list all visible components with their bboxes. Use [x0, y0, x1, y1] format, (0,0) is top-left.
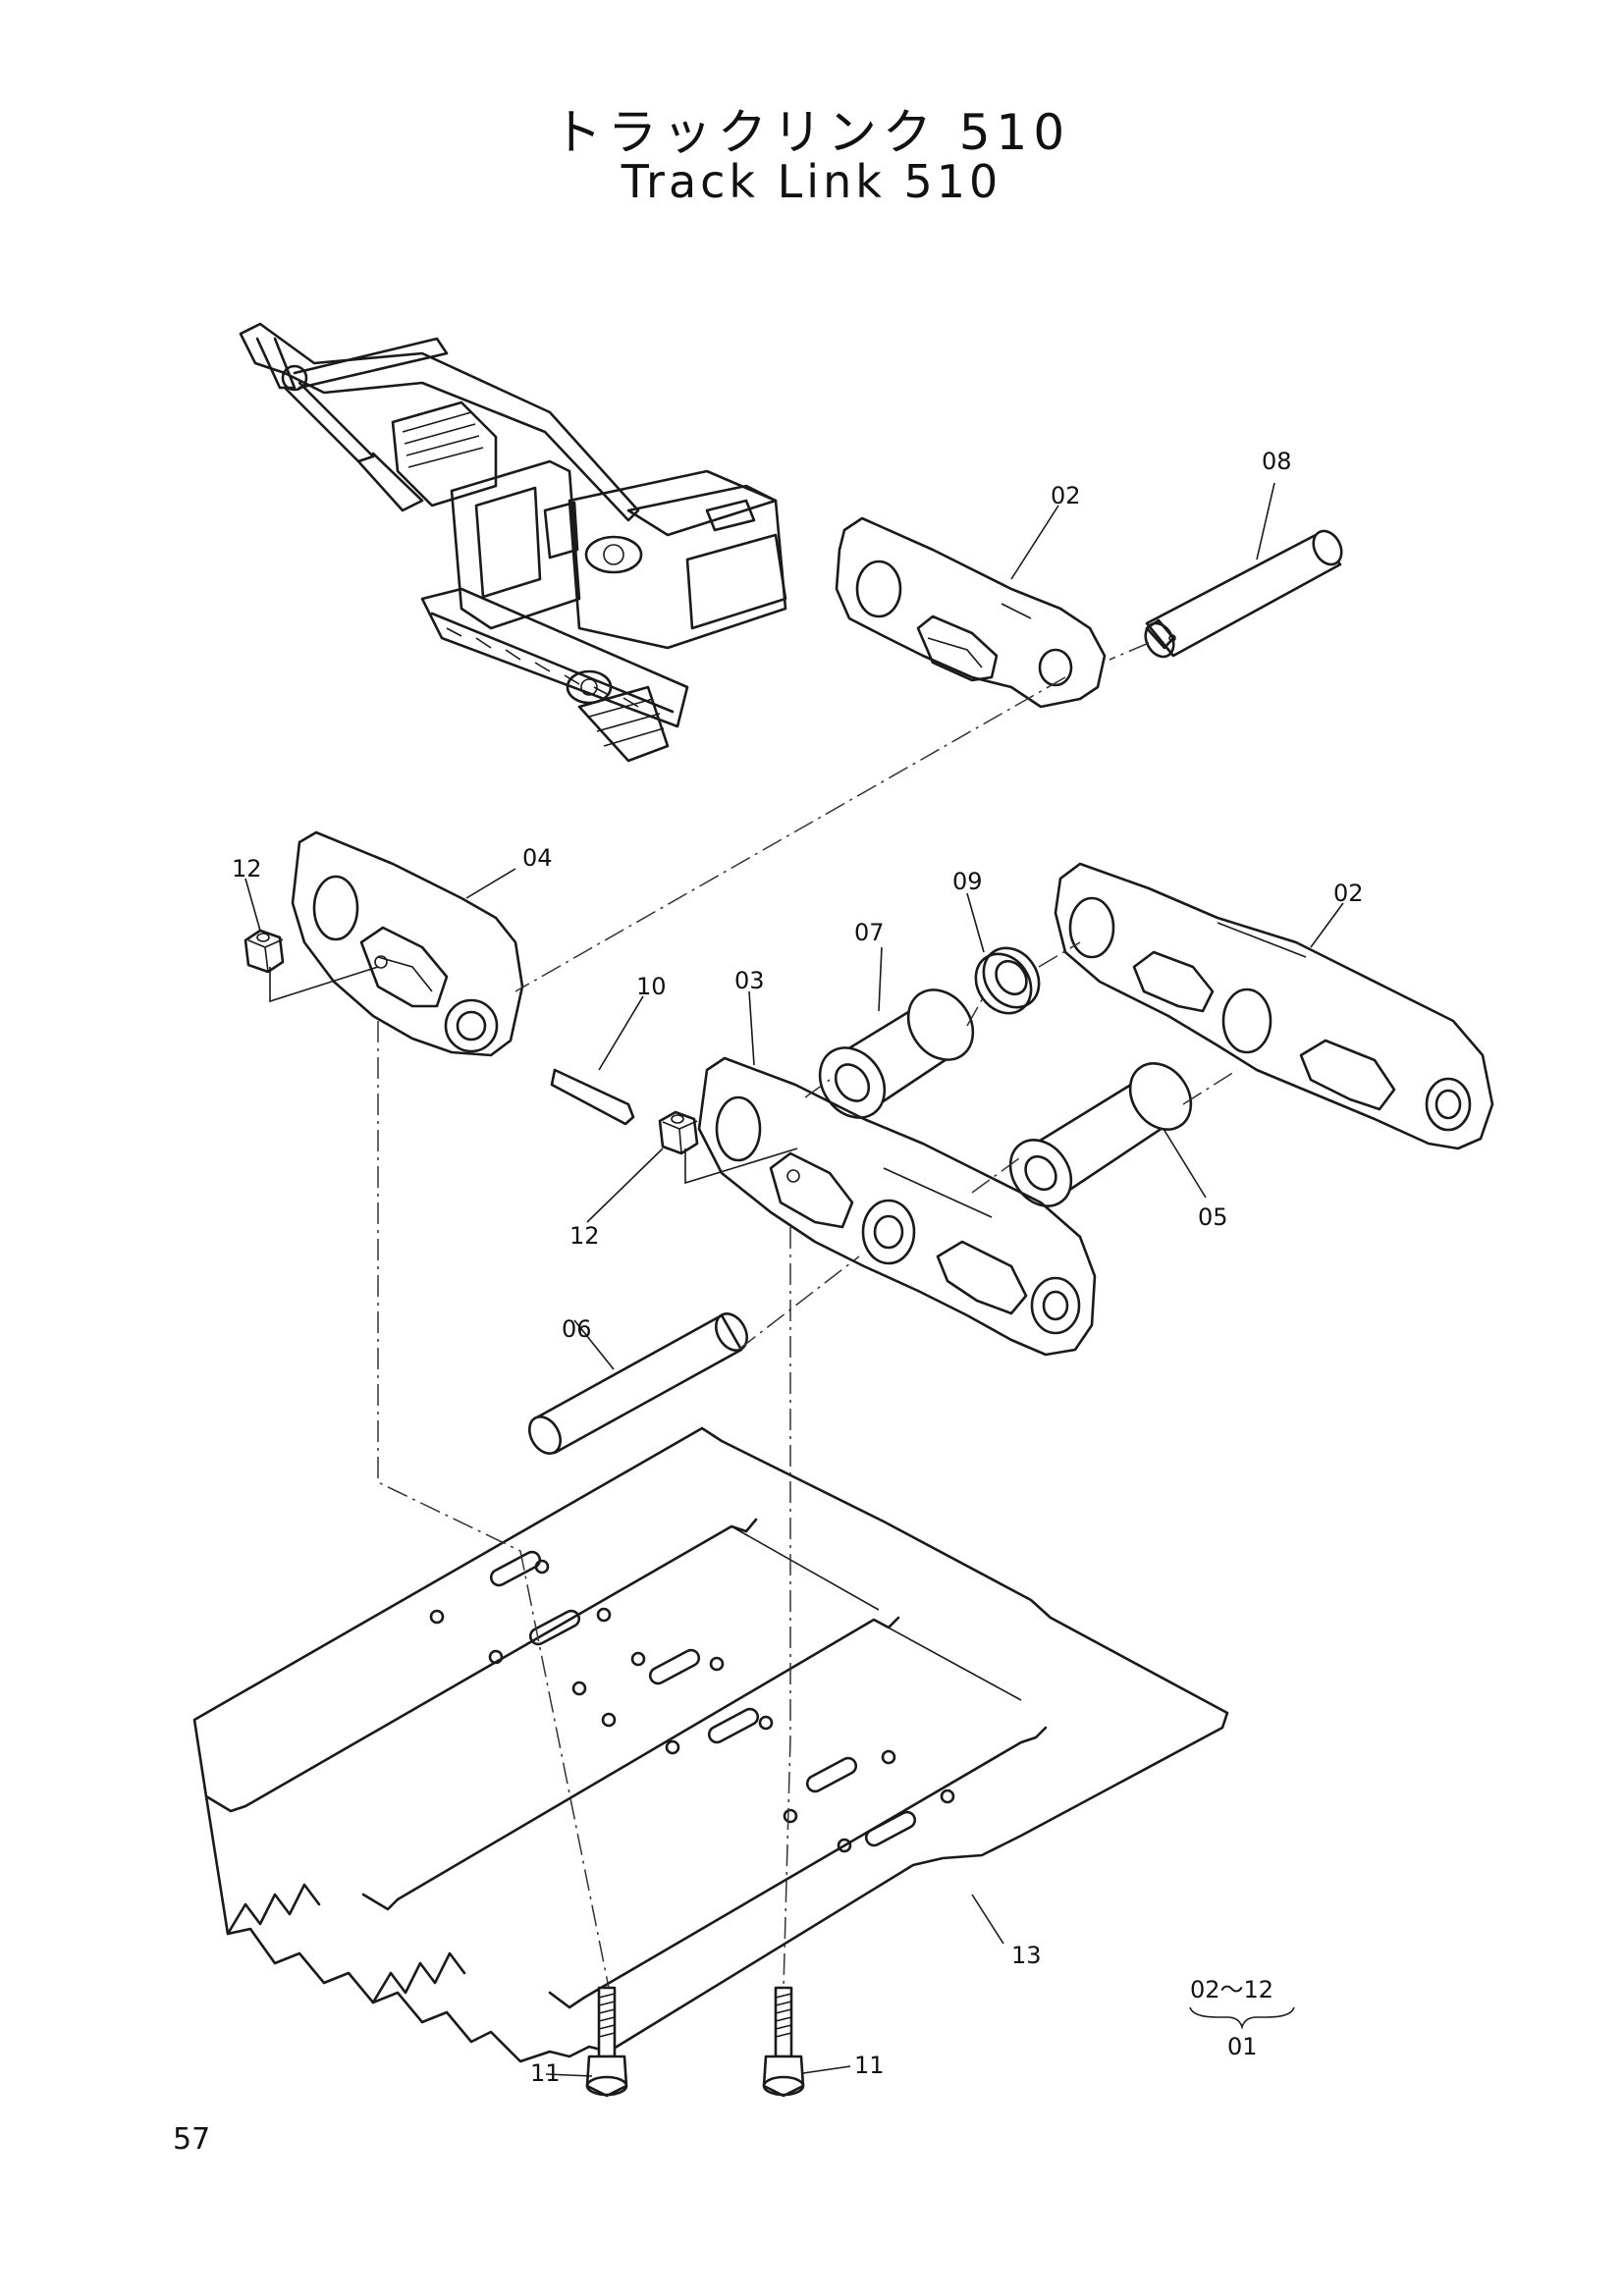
- assembly-note-assembly: 01: [1227, 2033, 1258, 2060]
- page-number: 57: [173, 2122, 211, 2157]
- assembly-lines: [269, 642, 1238, 1989]
- bushing-07: [818, 988, 975, 1119]
- callout-08: 08: [1262, 448, 1292, 475]
- spring-pin-10: [550, 1068, 635, 1126]
- nut-12-left: [243, 929, 285, 974]
- callout-10: 10: [636, 973, 667, 1000]
- callout-12-left: 12: [232, 855, 262, 882]
- track-link-02-top: [835, 516, 1107, 709]
- callout-13: 13: [1011, 1942, 1042, 1969]
- seal-09: [974, 946, 1041, 1015]
- bushing-05: [1008, 1062, 1193, 1207]
- callout-07: 07: [854, 919, 885, 946]
- assembly-note: 02～12 01: [1189, 1976, 1295, 2060]
- bolt-11-right: [762, 1986, 805, 2098]
- page-title-japanese: トラックリンク 510: [552, 104, 1071, 161]
- callout-11-left: 11: [530, 2059, 561, 2087]
- callout-05: 05: [1198, 1203, 1228, 1231]
- callout-03: 03: [734, 967, 765, 994]
- page-title-english: Track Link 510: [621, 155, 1002, 208]
- callout-02-top: 02: [1051, 482, 1081, 509]
- callout-04: 04: [522, 844, 553, 872]
- assembly-note-range: 02～12: [1190, 1976, 1273, 2003]
- callout-09: 09: [952, 868, 983, 895]
- callout-11-right: 11: [854, 2052, 885, 2079]
- callout-02-right: 02: [1333, 880, 1364, 907]
- track-link-04: [291, 830, 524, 1057]
- track-pin-06: [527, 1312, 749, 1455]
- track-shoe-13: [192, 1426, 1229, 2063]
- callout-12-center: 12: [569, 1222, 600, 1250]
- bolt-11-left: [585, 1986, 628, 2098]
- nut-12-center: [658, 1110, 699, 1155]
- track-link-03: [697, 1056, 1097, 1357]
- excavator-illustration: [239, 322, 787, 763]
- track-pin-08: [1144, 529, 1343, 659]
- track-link-02-right: [1054, 862, 1494, 1150]
- callout-leaders: [244, 482, 1344, 2077]
- callout-06: 06: [562, 1315, 592, 1343]
